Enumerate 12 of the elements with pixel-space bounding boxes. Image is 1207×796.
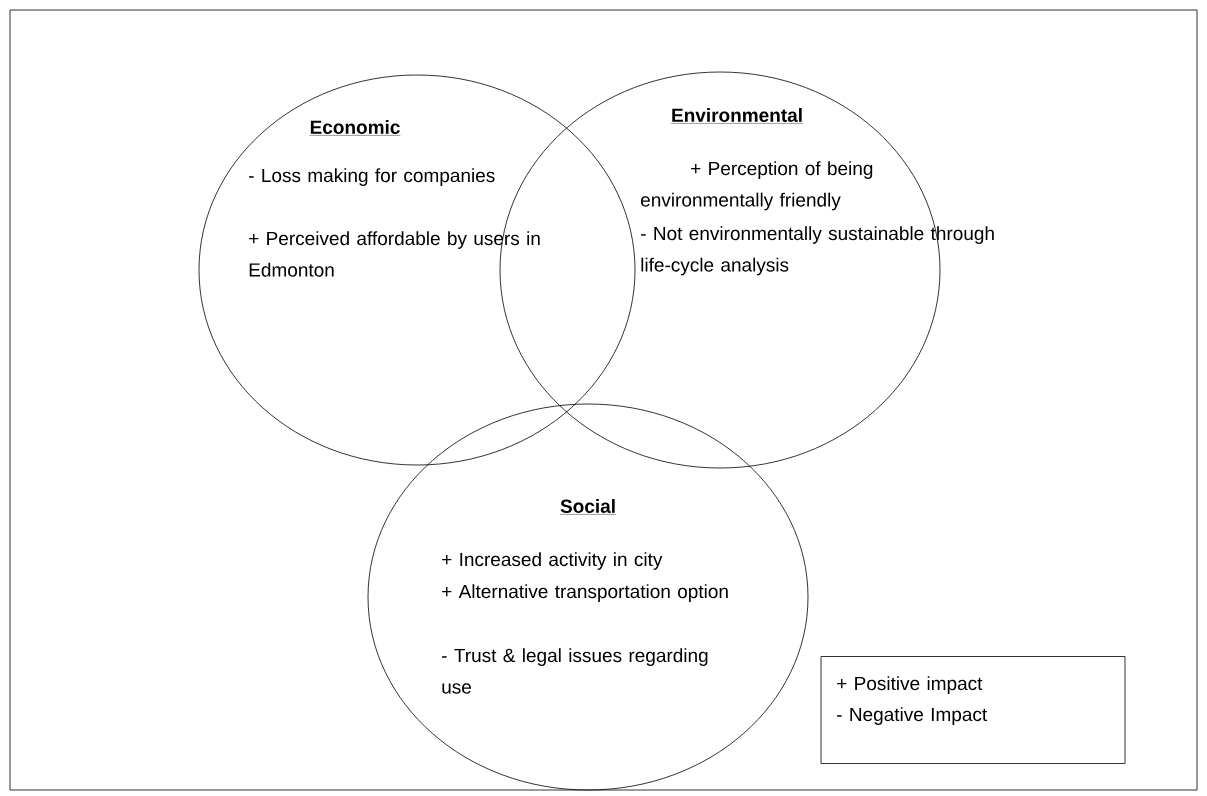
bullet-text: + Increased activity in city [442, 552, 663, 570]
bullet-text: + Perception of being environmentally friendly [641, 161, 873, 211]
heading: Social [559, 499, 617, 515]
bullet-text: + Positive impact [837, 676, 983, 694]
bullet-text: - Trust & legal issues regarding use [442, 648, 708, 694]
heading: Environmental [670, 108, 804, 124]
bullet-text: - Loss making for companies [249, 168, 495, 186]
bullet-text: - Negative Impact [837, 707, 988, 725]
bullet-text: + Perceived affordable by users in Edmonton [249, 231, 540, 277]
heading: Economic [309, 120, 401, 136]
bullet-text: - Not environmentally sustainable through life-cycle analysis [641, 226, 994, 276]
bullet-text: + Alternative transportation option [442, 584, 728, 602]
